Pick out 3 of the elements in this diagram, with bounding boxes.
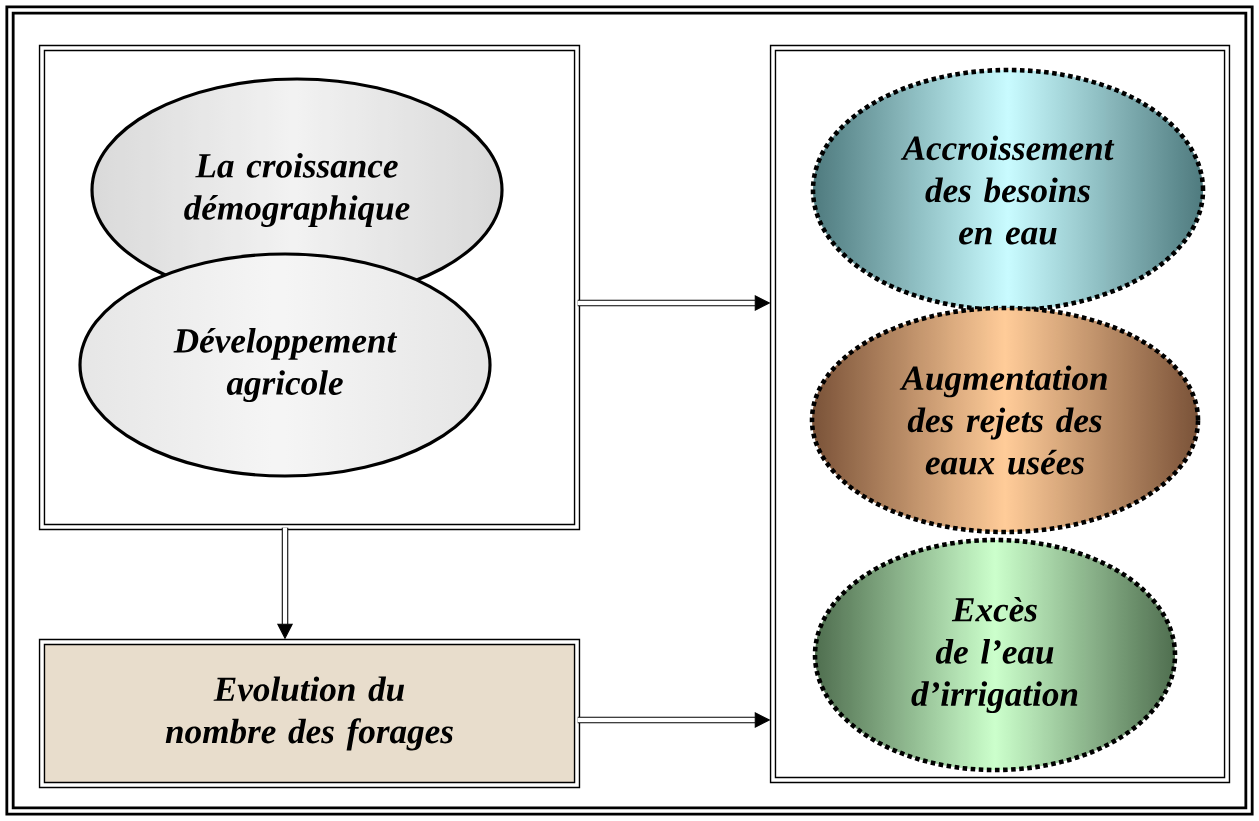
process-box: Evolution du nombre des forages [38, 638, 581, 789]
group-frame [769, 44, 1231, 784]
group-frame [38, 44, 581, 531]
